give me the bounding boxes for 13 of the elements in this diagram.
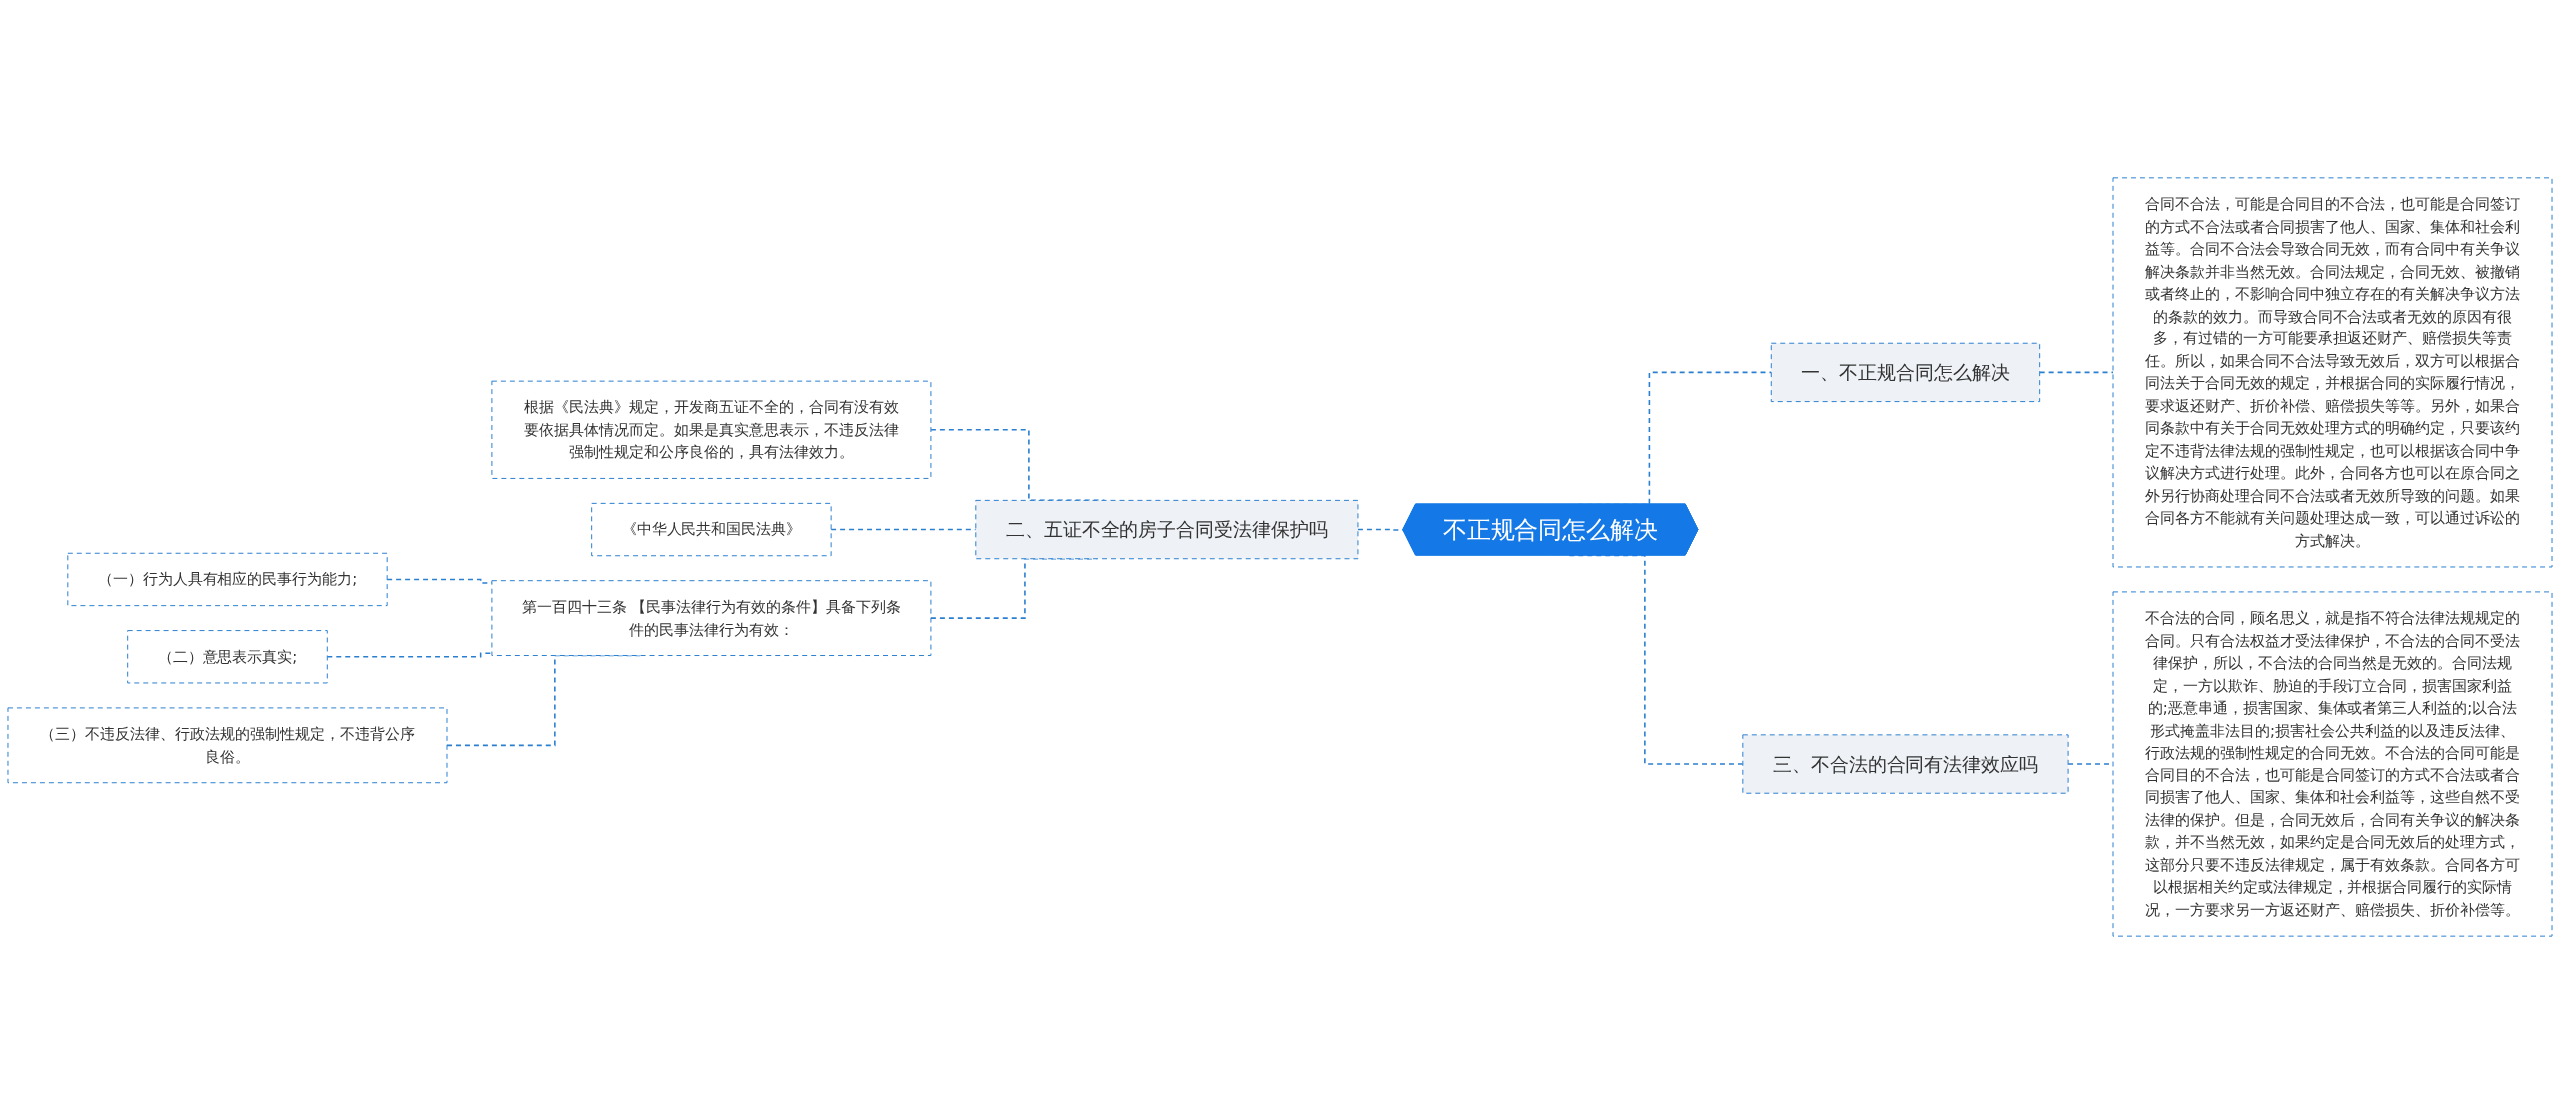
node-box: 《中华人民共和国民法典》 [591, 502, 832, 557]
node-box: 三、不合法的合同有法律效应吗 [1742, 734, 2069, 794]
node-box: （一）行为人具有相应的民事行为能力; [67, 552, 388, 607]
node-box: 不合法的合同，顾名思义，就是指不符合法律法规规定的合同。只有合法权益才受法律保护，不合法的合同不受法律保护，所以，不合法的合同当然是无效的。合同法规定，一方以欺诈、胁迫的手段订立合同，损害国家利益的;恶意串通，损害国家、集体或者第三人利益的;以合法形式掩盖非法目的;损害社会公共利益的以及违反法律、行政法规的强制性规定的合同无效。不合法的合同可能是合同目的不合法，也可能是合同签订的方式不合法或者合同损害了他人、国家、集体和社会利益等，这些自然不受法律的保护。但是，合同无效后，合同有关争议的解决条款，并不当然无效，如果约定是合同无效后的处理方式，这部分只要不违反法律规定，属于有效条款。合同各方可以根据相关约定或法律规定，并根据合同履行的实际情况，一方要求另一方返还财产、赔偿损失、折价补偿等。 [2112, 591, 2553, 937]
connector [326, 652, 493, 658]
connector [1357, 528, 1405, 531]
node-box: 第一百四十三条 【民事法律行为有效的条件】具备下列条件的民事法律行为有效： [491, 580, 932, 657]
node-box: 一、不正规合同怎么解决 [1770, 342, 2041, 403]
node-box: （二）意思表示真实; [127, 630, 328, 684]
node-box: 二、五证不全的房子合同受法律保护吗 [975, 499, 1359, 560]
node-box: （三）不违反法律、行政法规的强制性规定，不违背公序良俗。 [7, 707, 448, 784]
node-box: 合同不合法，可能是合同目的不合法，也可能是合同签订的方式不合法或者合同损害了他人、国家、集体和社会利益等。合同不合法会导致合同无效，而有合同中有关争议解决条款并非当然无效。合同法规定，合同无效、被撤销或者终止的，不影响合同中独立存在的有关解决争议方法的条款的效力。而导致合同不合法或者无效的原因有很多，有过错的一方可能要承担返还财产、赔偿损失等责任。所以，如果合同不合法导致无效后，双方可以根据合同法关于合同无效的规定，并根据合同的实际履行情况，要求返还财产、折价补偿、赔偿损失等等。另外，如果合同条款中有关于合同无效处理方式的明确约定，只要该约定不违背法律法规的强制性规定，也可以根据该合同中争议解决方式进行处理。此外，合同各方也可以在原合同之外另行协商处理合同不合法或者无效所导致的问题。如果合同各方不能就有关问题处理达成一致，可以通过诉讼的方式解决。 [2112, 177, 2553, 568]
node-box: 根据《民法典》规定，开发商五证不全的，合同有没有效要依据具体情况而定。如果是真实意思表示，不违反法律强制性规定和公序良俗的，具有法律效力。 [491, 380, 932, 479]
